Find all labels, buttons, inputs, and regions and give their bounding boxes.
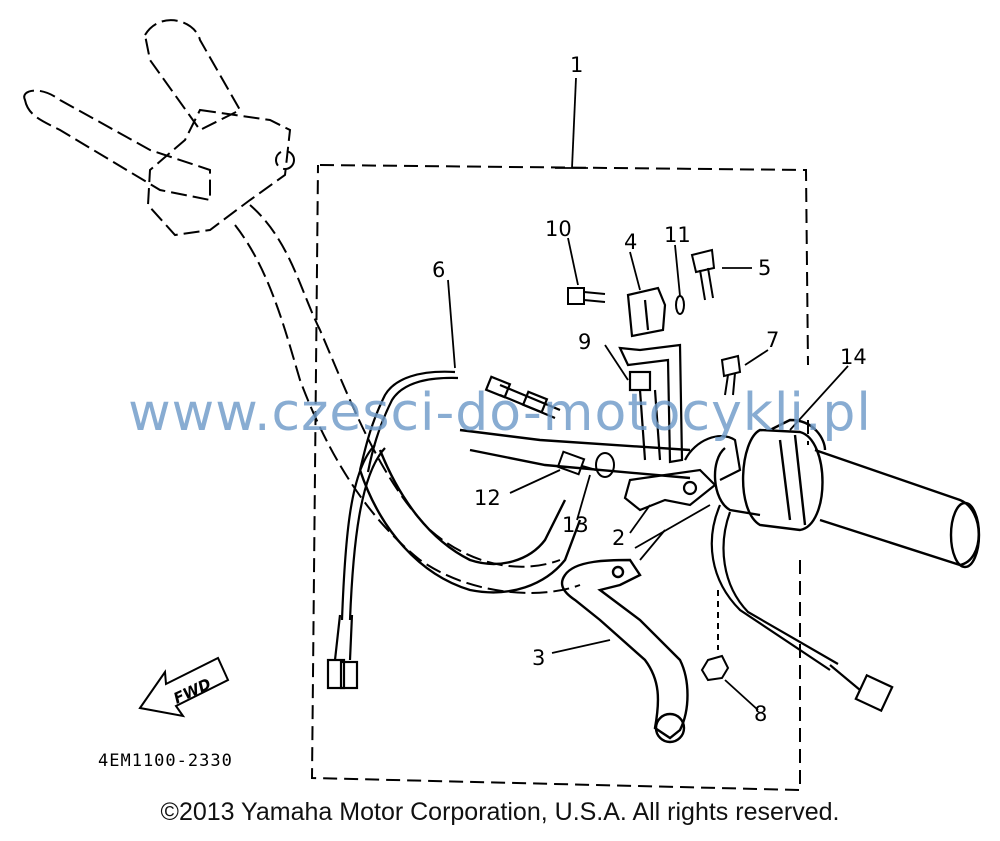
lever-holder [623,435,742,512]
bolt-5 [690,248,716,301]
clutch-cable [358,370,561,473]
assembly-boundary [310,164,809,792]
callout-10: 10 [545,217,572,241]
switch-part [626,286,667,338]
callout-3: 3 [532,646,545,670]
callout-11: 11 [664,223,691,247]
clutch-lever [560,558,689,744]
forward-arrow-icon [138,656,230,718]
switch-wire-right [710,504,894,713]
callout-12: 12 [474,486,501,510]
handlebar [358,428,691,594]
part-code: 4EM1100-2330 [98,751,233,771]
callout-6: 6 [432,258,445,282]
parts-12-13 [556,450,615,478]
callout-4: 4 [624,230,637,254]
bolt-10 [567,287,606,305]
callout-5: 5 [758,256,771,280]
switch-wire-left [326,444,386,690]
callout-9: 9 [578,330,591,354]
callout-2: 2 [612,526,625,550]
screw-7 [720,354,742,396]
callout-1: 1 [570,53,583,77]
washer-11 [675,295,685,315]
leader-lines [447,77,849,711]
forward-label: FWD [171,675,214,708]
right-grip-assembly [713,418,981,569]
callout-8: 8 [754,702,767,726]
copyright-notice: ©2013 Yamaha Motor Corporation, U.S.A. A… [160,798,840,826]
callout-13: 13 [562,513,589,537]
nut-8 [700,590,730,682]
switch-bracket [618,343,684,464]
callout-14: 14 [840,345,867,369]
callout-7: 7 [766,328,779,352]
